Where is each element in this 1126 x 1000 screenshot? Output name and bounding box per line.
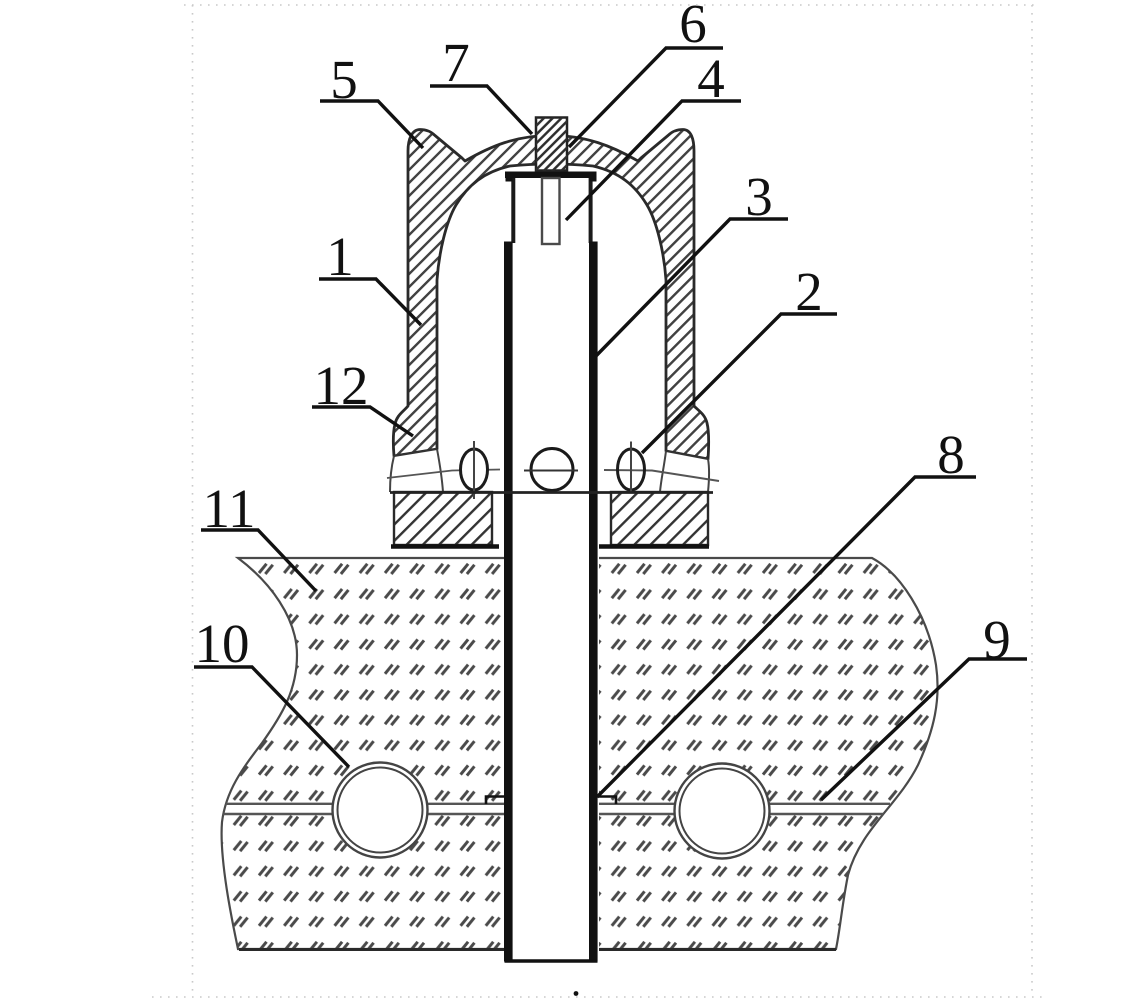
- svg-text:5: 5: [330, 49, 358, 110]
- svg-text:3: 3: [745, 166, 773, 227]
- svg-text:6: 6: [679, 0, 707, 54]
- svg-text:7: 7: [442, 32, 470, 93]
- svg-text:1: 1: [326, 226, 354, 287]
- svg-text:11: 11: [203, 478, 256, 539]
- svg-text:9: 9: [983, 609, 1011, 670]
- svg-text:4: 4: [697, 48, 725, 109]
- svg-text:2: 2: [795, 261, 823, 322]
- svg-text:8: 8: [937, 424, 965, 485]
- svg-text:12: 12: [314, 355, 369, 416]
- svg-text:10: 10: [195, 613, 250, 674]
